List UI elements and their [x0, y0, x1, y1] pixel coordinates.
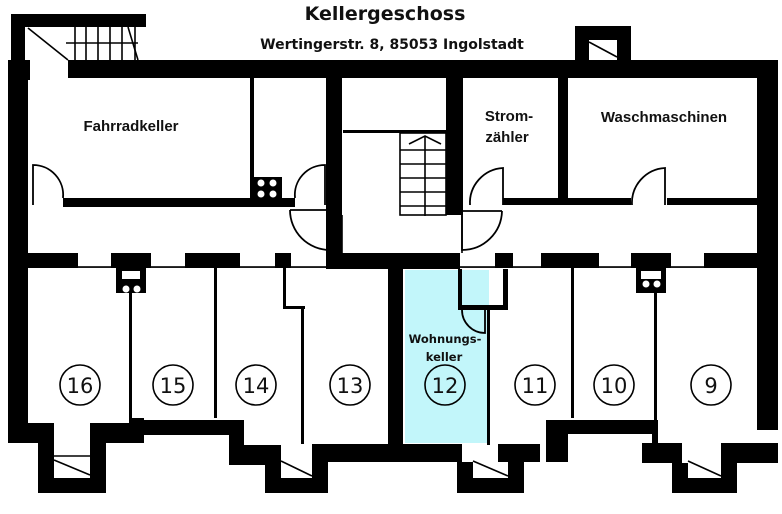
utility-box-upper [253, 177, 282, 199]
utility-box-right [636, 268, 666, 293]
room-label-wohnungskeller-1: Wohnungs- [409, 332, 482, 346]
svg-text:11: 11 [522, 374, 549, 398]
stairs-central [341, 132, 463, 253]
utility-box-left [116, 268, 146, 293]
room-label-waschmaschinen: Waschmaschinen [601, 109, 727, 126]
unit-badge-9[interactable]: 9 [690, 364, 732, 406]
walls [8, 14, 778, 493]
plan-title: Kellergeschoss [305, 3, 466, 25]
svg-text:10: 10 [601, 374, 628, 398]
room-label-wohnungskeller-2: keller [426, 350, 463, 364]
svg-text:15: 15 [160, 374, 187, 398]
room-label-stromzaehler-2: zähler [485, 129, 529, 146]
room-label-fahrradkeller: Fahrradkeller [83, 118, 178, 135]
svg-text:14: 14 [243, 374, 270, 398]
door-stair-right[interactable] [461, 210, 503, 251]
door-storage-small[interactable] [293, 164, 326, 205]
svg-text:16: 16 [67, 374, 94, 398]
svg-text:9: 9 [704, 374, 717, 398]
svg-text:13: 13 [337, 374, 364, 398]
door-stair-left[interactable] [289, 209, 331, 251]
unit-badge-10[interactable]: 10 [593, 364, 635, 406]
plan-address: Wertingerstr. 8, 85053 Ingolstadt [260, 37, 524, 53]
unit-12-highlight[interactable] [405, 270, 489, 443]
unit-badges: 16 15 14 13 12 11 10 9 [59, 364, 732, 406]
unit-badge-11[interactable]: 11 [514, 364, 556, 406]
door-fahrradkeller[interactable] [32, 164, 65, 205]
room-label-stromzaehler-1: Strom- [485, 108, 533, 125]
unit-badge-12[interactable]: 12 [424, 364, 466, 406]
doors [32, 164, 666, 334]
door-stromzaehler[interactable] [469, 167, 504, 206]
unit-badge-14[interactable]: 14 [235, 364, 277, 406]
unit-badge-13[interactable]: 13 [329, 364, 371, 406]
unit-badge-15[interactable]: 15 [152, 364, 194, 406]
windows [53, 41, 722, 477]
unit-badge-16[interactable]: 16 [59, 364, 101, 406]
door-wohnungskeller[interactable] [461, 309, 486, 334]
door-waschmaschinen[interactable] [631, 167, 666, 206]
svg-text:12: 12 [432, 374, 459, 398]
stairs-top-left [27, 26, 139, 61]
